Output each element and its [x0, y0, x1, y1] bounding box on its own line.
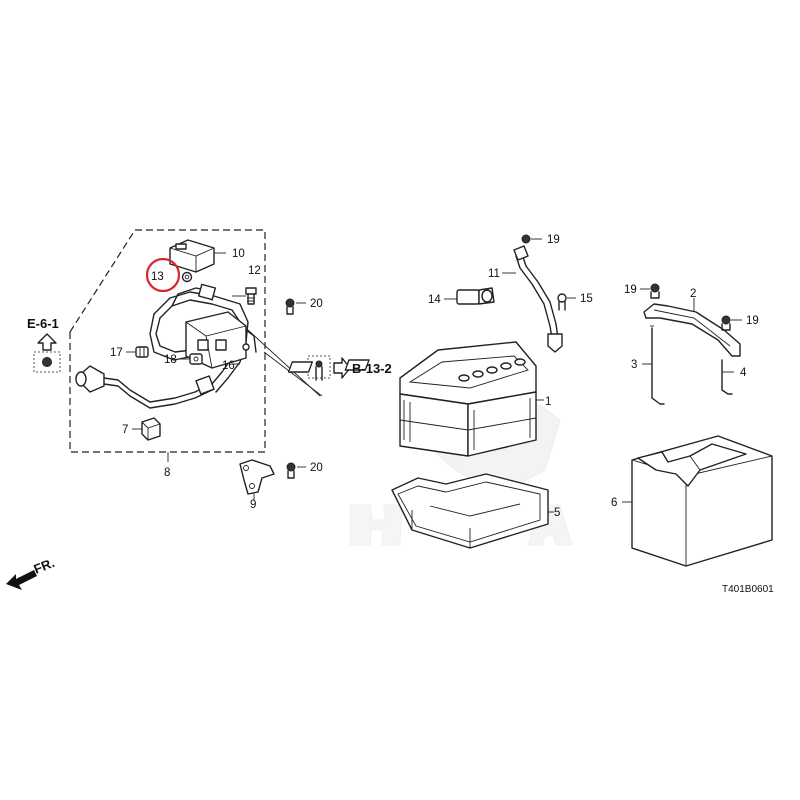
callout-4[interactable]: 4 [740, 367, 747, 379]
battery-1[interactable] [287, 341, 537, 457]
highlight-circle [145, 257, 181, 293]
callout-15[interactable]: 15 [580, 293, 593, 305]
clip-17[interactable] [135, 346, 149, 358]
fuse-box-cover[interactable] [169, 239, 215, 273]
bolt-20-bottom[interactable] [286, 462, 296, 479]
clip-grommet-icon [42, 357, 52, 367]
callout-11[interactable]: 11 [488, 268, 500, 280]
up-arrow-icon [37, 333, 57, 351]
battery-sensor-14[interactable] [456, 287, 495, 305]
callout-9[interactable]: 9 [250, 499, 256, 511]
callout-12[interactable]: 12 [248, 265, 261, 277]
callout-17[interactable]: 17 [110, 347, 123, 359]
front-direction-label: FR. [32, 555, 57, 577]
harness-assembly-boundary [69, 229, 266, 453]
hold-rod-4[interactable] [721, 359, 733, 395]
ref-b-13-2-label[interactable]: B-13-2 [352, 361, 392, 376]
callout-2[interactable]: 2 [690, 288, 696, 300]
bolt-15[interactable] [557, 293, 567, 311]
callout-19-right[interactable]: 19 [746, 315, 759, 327]
callout-20-bottom[interactable]: 20 [310, 462, 323, 474]
front-arrow-icon [6, 570, 37, 590]
callout-19-left[interactable]: 19 [624, 284, 637, 296]
callout-3[interactable]: 3 [631, 359, 637, 371]
bolt-12[interactable] [245, 287, 257, 305]
callout-5[interactable]: 5 [554, 507, 560, 519]
front-direction-indicator [6, 570, 37, 590]
ground-cable-11[interactable] [513, 234, 563, 353]
callout-6[interactable]: 6 [611, 497, 617, 509]
clip-18[interactable] [189, 353, 203, 365]
right-arrow-icon [333, 357, 351, 379]
ref-b-13-2-marker[interactable] [307, 355, 351, 381]
boundary-diagonal [69, 229, 136, 333]
callout-13[interactable]: 13 [151, 271, 164, 283]
ref-clip-box [33, 351, 61, 373]
bracket-9[interactable] [239, 459, 275, 495]
nut-19-left[interactable] [650, 283, 660, 299]
hold-rod-3[interactable] [650, 325, 665, 405]
battery-insulator-6[interactable] [631, 435, 773, 567]
hold-bracket-2[interactable] [643, 303, 741, 357]
diagram-code: T401B0601 [722, 584, 774, 595]
callout-7[interactable]: 7 [122, 424, 128, 436]
nut-19-right[interactable] [721, 315, 731, 331]
callout-18[interactable]: 18 [164, 354, 177, 366]
battery-tray-5[interactable] [391, 473, 549, 549]
clip-pin-icon [315, 360, 323, 368]
battery-cable-harness [75, 283, 257, 409]
callout-19-top[interactable]: 19 [547, 234, 560, 246]
nut-13[interactable] [181, 271, 193, 283]
callout-10[interactable]: 10 [232, 248, 245, 260]
callout-14[interactable]: 14 [428, 294, 441, 306]
callout-labels: 1 2 3 4 5 6 7 8 9 10 11 12 13 14 15 16 1… [27, 234, 774, 595]
ref-e-6-1-label[interactable]: E-6-1 [27, 316, 59, 331]
callout-16[interactable]: 16 [222, 360, 235, 372]
callout-20-top[interactable]: 20 [310, 298, 323, 310]
clip-7[interactable] [141, 417, 161, 441]
bolt-20-top[interactable] [285, 298, 295, 315]
callout-8[interactable]: 8 [164, 467, 170, 479]
callout-1[interactable]: 1 [545, 396, 551, 408]
ref-e-6-1-marker[interactable] [33, 333, 61, 373]
